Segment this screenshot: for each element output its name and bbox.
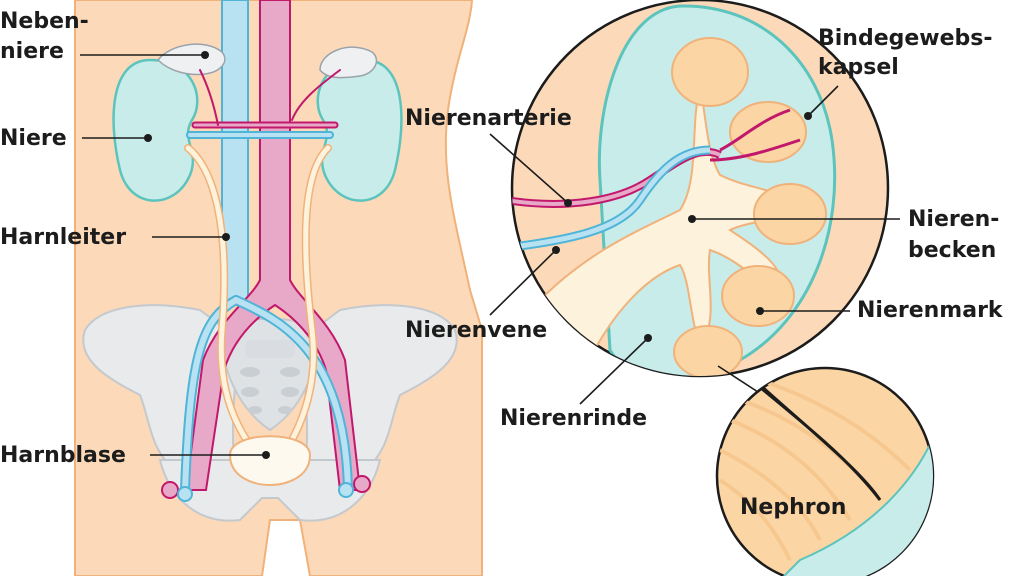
label-nierenmark: Nierenmark bbox=[756, 298, 1004, 323]
nephron-zoom bbox=[715, 366, 935, 576]
svg-text:Neben-: Neben- bbox=[0, 9, 89, 34]
ureters bbox=[184, 144, 332, 456]
label-nierenarterie: Nierenarterie bbox=[405, 106, 572, 207]
label-niere: Niere bbox=[0, 126, 152, 151]
label-nebenniere: Neben- niere bbox=[0, 9, 209, 64]
renal-vessels bbox=[186, 69, 341, 139]
label-nierenvene: Nierenvene bbox=[405, 246, 560, 343]
label-harnleiter: Harnleiter bbox=[0, 225, 230, 250]
svg-text:Bindegewebs-: Bindegewebs- bbox=[818, 26, 993, 51]
label-bindegewebskapsel: Bindegewebs- kapsel bbox=[804, 26, 993, 120]
svg-text:Nierenmark: Nierenmark bbox=[857, 298, 1004, 323]
left-kidney bbox=[112, 58, 199, 202]
adrenal-glands bbox=[157, 43, 378, 79]
sacrum-holes bbox=[240, 340, 300, 414]
svg-text:Harnleiter: Harnleiter bbox=[0, 225, 126, 250]
kidney-section-zoom bbox=[510, 0, 890, 378]
svg-text:Nephron: Nephron bbox=[740, 495, 846, 520]
svg-text:Nieren-: Nieren- bbox=[908, 207, 999, 232]
svg-text:Nierenrinde: Nierenrinde bbox=[500, 406, 647, 431]
label-nierenrinde: Nierenrinde bbox=[500, 334, 652, 431]
svg-text:Niere: Niere bbox=[0, 126, 67, 151]
bladder bbox=[228, 435, 312, 487]
vessel-ends bbox=[161, 475, 371, 502]
svg-text:niere: niere bbox=[0, 39, 64, 64]
svg-text:kapsel: kapsel bbox=[818, 55, 899, 80]
label-nierenbecken: Nieren- becken bbox=[688, 207, 999, 263]
zoom-connector bbox=[717, 365, 759, 393]
label-harnblase: Harnblase bbox=[0, 443, 270, 468]
label-nephron: Nephron bbox=[740, 495, 846, 520]
right-kidney bbox=[316, 58, 403, 202]
svg-text:becken: becken bbox=[908, 238, 996, 263]
svg-text:Nierenvene: Nierenvene bbox=[405, 318, 547, 343]
svg-text:Harnblase: Harnblase bbox=[0, 443, 126, 468]
svg-text:Nierenarterie: Nierenarterie bbox=[405, 106, 572, 131]
